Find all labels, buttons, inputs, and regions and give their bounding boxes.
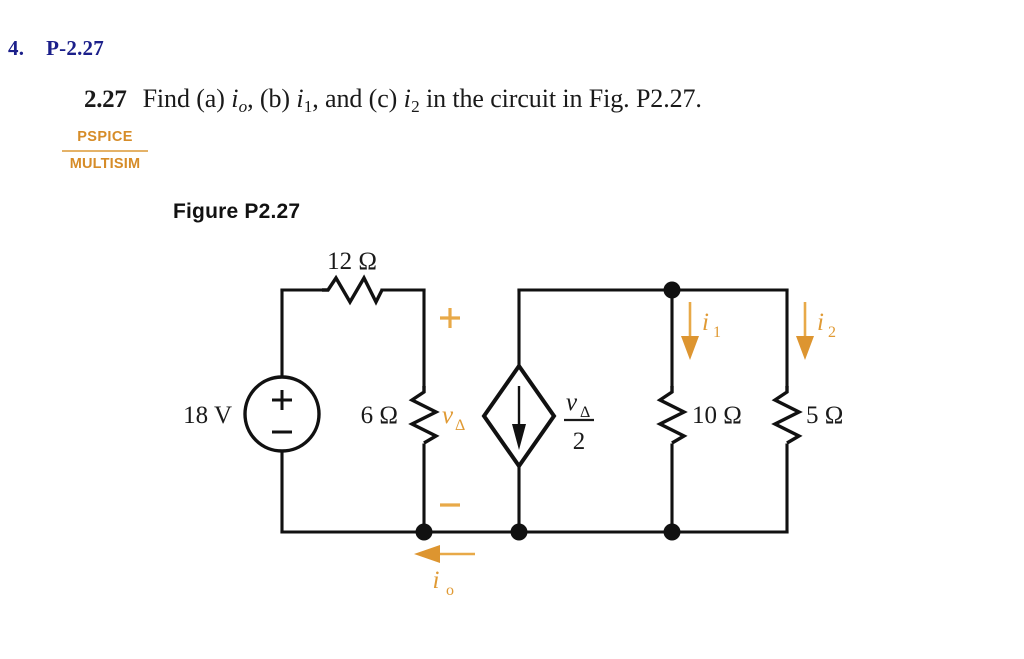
current-i2-label-sub: 2 <box>828 324 836 341</box>
simulation-badges: PSPICE MULTISIM <box>62 130 148 171</box>
problem-number: 2.27 <box>84 86 127 113</box>
node-dot-bottom-right <box>663 523 681 541</box>
problem-text-part3: , and (c) <box>312 84 404 113</box>
problem-var-io: i <box>231 84 239 113</box>
depsrc-arrow-head <box>512 424 526 450</box>
current-i1-arrow-head <box>681 336 699 360</box>
current-io-label-sub: o <box>446 582 454 599</box>
resistor-10ohm-symbol <box>656 386 688 445</box>
header-item-ref: P-2.27 <box>46 36 104 60</box>
problem-var-i1: i <box>296 84 304 113</box>
problem-text-part4: in the circuit in Fig. P2.27. <box>419 84 702 113</box>
voltage-source-label: 18 V <box>183 402 232 429</box>
resistor-6ohm-symbol <box>408 386 440 445</box>
dependent-source-numerator: v <box>566 389 578 416</box>
node-dot-bottom-left <box>415 523 433 541</box>
figure-caption: Figure P2.27 <box>173 200 301 223</box>
resistor-12ohm-symbol <box>322 274 384 306</box>
resistor-5ohm-label: 5 Ω <box>806 402 843 429</box>
voltage-source-circle <box>243 375 321 453</box>
problem-var-io-sub: o <box>238 96 248 116</box>
resistor-6ohm-label: 6 Ω <box>361 402 398 429</box>
circuit-diagram: 12 Ω 18 V 6 Ω v Δ v Δ 2 10 Ω 5 Ω i 1 i 2… <box>150 238 910 618</box>
vdelta-label: v <box>442 402 454 429</box>
problem-statement: 2.27 Find (a) io, (b) i1, and (c) i2 in … <box>84 84 702 117</box>
resistor-10ohm-label: 10 Ω <box>692 402 742 429</box>
problem-var-i2-sub: 2 <box>411 96 420 116</box>
problem-text-part1: Find (a) <box>142 84 232 113</box>
problem-header: 4. P-2.27 <box>8 36 104 61</box>
problem-var-i1-sub: 1 <box>303 96 313 116</box>
badge-divider <box>62 149 148 152</box>
badge-multisim: MULTISIM <box>69 155 141 172</box>
problem-text-part2: , (b) <box>247 84 297 113</box>
vdelta-label-sub: Δ <box>455 417 465 434</box>
current-io-arrow-head <box>414 545 440 563</box>
current-i1-label: i <box>702 309 709 336</box>
current-i2-arrow-head <box>796 336 814 360</box>
badge-pspice: PSPICE <box>77 129 133 145</box>
current-i2-label: i <box>817 309 824 336</box>
problem-var-i2: i <box>403 84 411 113</box>
node-dot-top-middle <box>663 281 681 299</box>
current-i1-label-sub: 1 <box>713 324 721 341</box>
problem-text: Find (a) io, (b) i1, and (c) i2 in the c… <box>143 84 702 117</box>
resistor-5ohm-symbol <box>771 386 803 445</box>
resistor-12ohm-label: 12 Ω <box>327 248 377 275</box>
node-dot-bottom-middle <box>510 523 528 541</box>
header-item-number: 4. <box>8 36 25 60</box>
dependent-source-denominator: 2 <box>573 428 586 455</box>
dependent-source-numerator-sub: Δ <box>580 404 590 421</box>
current-io-label: i <box>433 567 440 594</box>
